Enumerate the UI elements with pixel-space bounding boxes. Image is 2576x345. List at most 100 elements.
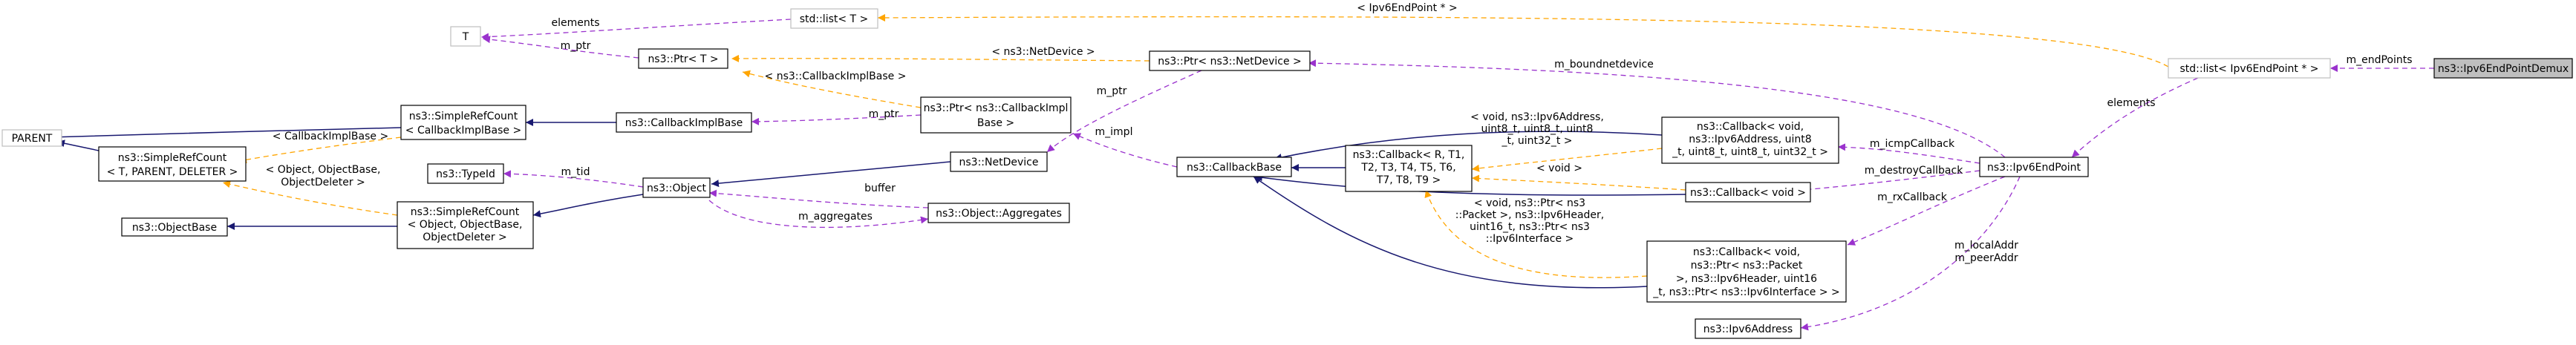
edge-use-m-icmpcallback xyxy=(1837,143,1980,164)
edge-use-elements-ep xyxy=(2071,77,2199,158)
label-m-tid: m_tid xyxy=(561,166,590,178)
node-callback-rx[interactable]: ns3::Callback< void,ns3::Ptr< ns3::Packe… xyxy=(1646,240,1847,303)
label-m-destroycallback: m_destroyCallback xyxy=(1865,165,1964,177)
edge-inherit-srefcount-tpl-parent xyxy=(56,139,100,151)
svg-text:PARENT: PARENT xyxy=(12,133,53,145)
label-elements-t: elements xyxy=(551,17,599,29)
edge-tpl-ptr-netdevice xyxy=(731,54,1150,62)
svg-text:ns3::Ptr< ns3::NetDevice >: ns3::Ptr< ns3::NetDevice > xyxy=(1158,56,1302,68)
edge-inherit-rx-callbackbase xyxy=(1253,176,1648,289)
svg-text:ns3::CallbackBase: ns3::CallbackBase xyxy=(1187,162,1282,174)
edge-tpl-srefcount-obj xyxy=(222,180,398,216)
node-stdlist-t[interactable]: std::list< T > xyxy=(790,8,878,29)
node-objectbase[interactable]: ns3::ObjectBase xyxy=(121,217,228,237)
svg-text:ns3::Object::Aggregates: ns3::Object::Aggregates xyxy=(936,208,1062,220)
edge-tpl-stdlist-ep xyxy=(877,13,2169,68)
label-elements-ep: elements xyxy=(2107,97,2155,109)
label-m-endpoints: m_endPoints xyxy=(2346,54,2412,66)
edge-use-m-tid xyxy=(503,170,644,188)
label-icmp-tpl: < void, ns3::Ipv6Address,uint8_t, uint8_… xyxy=(1470,111,1604,147)
node-callbackimplbase[interactable]: ns3::CallbackImplBase xyxy=(616,112,752,133)
label-rx-tpl: < void, ns3::Ptr< ns3::Packet >, ns3::Ip… xyxy=(1455,197,1604,245)
svg-text:std::list< T >: std::list< T > xyxy=(800,13,869,25)
label-void-tpl: < void > xyxy=(1536,162,1582,174)
node-simplerefcount-callbackimplbase[interactable]: ns3::SimpleRefCount< CallbackImplBase > xyxy=(400,105,526,140)
svg-text:ns3::Ptr< ns3::CallbackImplBas: ns3::Ptr< ns3::CallbackImplBase > xyxy=(924,102,1069,129)
svg-text:ns3::Ptr< T >: ns3::Ptr< T > xyxy=(648,53,718,65)
svg-text:ns3::Ipv6EndPointDemux: ns3::Ipv6EndPointDemux xyxy=(2438,63,2569,75)
node-ptr-t[interactable]: ns3::Ptr< T > xyxy=(638,48,728,69)
node-object-aggregates[interactable]: ns3::Object::Aggregates xyxy=(927,203,1070,223)
edge-use-elements-t xyxy=(480,19,792,41)
node-ptr-netdevice[interactable]: ns3::Ptr< ns3::NetDevice > xyxy=(1149,50,1311,71)
edge-use-m-ptr-t xyxy=(482,36,639,59)
edge-tpl-ptr-cbimpl xyxy=(742,70,922,108)
node-ipv6endpointdemux[interactable]: ns3::Ipv6EndPointDemux xyxy=(2433,58,2573,79)
edge-use-m-destroycallback xyxy=(1785,170,1980,195)
edge-use-m-boundnetdevice xyxy=(1308,59,2006,158)
node-object[interactable]: ns3::Object xyxy=(642,177,711,198)
edge-inherit-object-srefcount-obj xyxy=(532,194,644,218)
svg-text:ns3::Callback< R, T1,T2, T3, T: ns3::Callback< R, T1,T2, T3, T4, T5, T6,… xyxy=(1353,149,1465,186)
edge-use-buffer xyxy=(708,189,929,208)
edge-use-m-rxcallback xyxy=(1847,176,2006,246)
node-callback-void[interactable]: ns3::Callback< void > xyxy=(1685,182,1811,203)
label-m-aggregates: m_aggregates xyxy=(798,211,873,223)
edge-use-m-aggregates xyxy=(708,200,929,229)
label-callbackimplbase-tpl: < CallbackImplBase > xyxy=(273,131,388,142)
svg-text:ns3::NetDevice: ns3::NetDevice xyxy=(959,157,1039,168)
svg-text:ns3::CallbackImplBase: ns3::CallbackImplBase xyxy=(625,117,743,129)
svg-text:T: T xyxy=(462,31,469,43)
label-m-ptr-cbimpl: m_ptr xyxy=(869,108,899,120)
svg-text:ns3::Ipv6EndPoint: ns3::Ipv6EndPoint xyxy=(1987,162,2081,174)
edge-use-m-ptr-cbimpl xyxy=(751,114,922,125)
edge-inherit-srefcount-cb-parent xyxy=(50,127,402,141)
node-parent[interactable]: PARENT xyxy=(1,129,62,147)
label-m-icmpcallback: m_icmpCallback xyxy=(1870,138,1955,150)
edge-tpl-void xyxy=(1471,174,1686,191)
label-buffer: buffer xyxy=(864,183,896,194)
edge-use-m-localaddr xyxy=(1800,176,2021,331)
label-m-ptr-t: m_ptr xyxy=(561,40,591,52)
svg-text:ns3::Object: ns3::Object xyxy=(647,183,707,194)
svg-text:ns3::Callback< void >: ns3::Callback< void > xyxy=(1690,187,1806,199)
node-netdevice[interactable]: ns3::NetDevice xyxy=(950,151,1048,172)
node-typeid[interactable]: ns3::TypeId xyxy=(427,163,504,184)
node-simplerefcount-object[interactable]: ns3::SimpleRefCount< Object, ObjectBase,… xyxy=(397,201,534,249)
label-m-impl: m_impl xyxy=(1095,126,1133,138)
edge-inherit-void-callbackbase xyxy=(1254,174,1686,196)
svg-text:ns3::SimpleRefCount< T, PARENT: ns3::SimpleRefCount< T, PARENT, DELETER … xyxy=(107,152,238,178)
node-ipv6endpoint[interactable]: ns3::Ipv6EndPoint xyxy=(1979,157,2089,177)
edge-inherit-netdevice-object xyxy=(711,161,951,188)
node-ipv6address[interactable]: ns3::Ipv6Address xyxy=(1695,318,1801,339)
svg-text:ns3::Ipv6Address: ns3::Ipv6Address xyxy=(1703,323,1793,335)
node-callback-icmp[interactable]: ns3::Callback< void,ns3::Ipv6Address, ui… xyxy=(1661,116,1839,164)
edge-tpl-srefcount-cb xyxy=(238,137,402,164)
node-t[interactable]: T xyxy=(450,26,481,47)
label-stdlist-endpoint-tpl: < Ipv6EndPoint * > xyxy=(1357,2,1457,14)
svg-text:ns3::Callback< void,ns3::Ipv6A: ns3::Callback< void,ns3::Ipv6Address, ui… xyxy=(1672,121,1828,158)
svg-text:ns3::Callback< void,ns3::Ptr<: ns3::Callback< void,ns3::Ptr< ns3::Packe… xyxy=(1652,246,1840,298)
edge-inherit-icmp-callbackbase xyxy=(1274,131,1663,161)
svg-text:ns3::TypeId: ns3::TypeId xyxy=(436,168,495,180)
label-ptr-callbackimplbase-tpl: < ns3::CallbackImplBase > xyxy=(765,70,907,82)
svg-text:ns3::SimpleRefCount< CallbackI: ns3::SimpleRefCount< CallbackImplBase > xyxy=(405,111,521,137)
label-object-objectbase-tpl: < Object, ObjectBase,ObjectDeleter > xyxy=(266,164,381,188)
label-m-ptr-netdevice: m_ptr xyxy=(1097,85,1127,97)
svg-text:ns3::ObjectBase: ns3::ObjectBase xyxy=(132,222,217,234)
node-callbackbase[interactable]: ns3::CallbackBase xyxy=(1176,157,1292,177)
label-m-rxcallback: m_rxCallback xyxy=(1877,191,1948,203)
node-callback-generic[interactable]: ns3::Callback< R, T1,T2, T3, T4, T5, T6,… xyxy=(1345,145,1473,192)
node-simplerefcount-template[interactable]: ns3::SimpleRefCount< T, PARENT, DELETER … xyxy=(98,146,247,182)
edge-use-m-impl xyxy=(1072,133,1178,168)
svg-text:ns3::SimpleRefCount< Object, O: ns3::SimpleRefCount< Object, ObjectBase,… xyxy=(408,206,523,243)
label-ptr-netdevice-tpl: < ns3::NetDevice > xyxy=(991,46,1095,58)
svg-text:std::list< Ipv6EndPoint * >: std::list< Ipv6EndPoint * > xyxy=(2179,63,2318,75)
node-stdlist-endpoint[interactable]: std::list< Ipv6EndPoint * > xyxy=(2168,58,2331,79)
label-m-boundnetdevice: m_boundnetdevice xyxy=(1554,59,1654,70)
edge-tpl-rx xyxy=(1424,189,1648,278)
edge-tpl-icmp xyxy=(1471,148,1663,172)
